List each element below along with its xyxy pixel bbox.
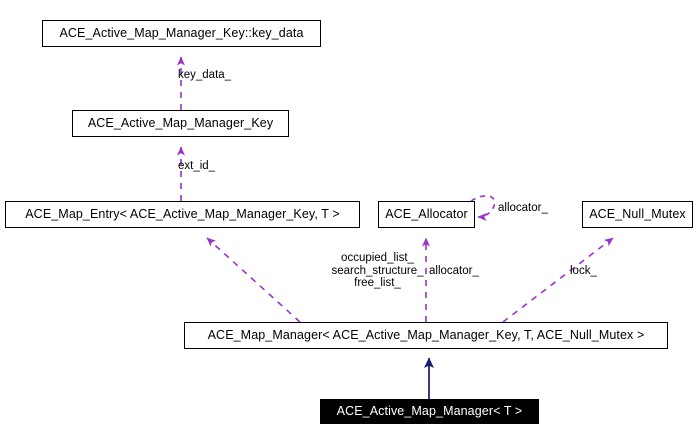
edge-label-lock: lock_ bbox=[570, 265, 597, 277]
class-node-allocator[interactable]: ACE_Allocator bbox=[378, 201, 475, 228]
class-node-null-mutex[interactable]: ACE_Null_Mutex bbox=[582, 201, 693, 228]
class-node-active-map-manager-key[interactable]: ACE_Active_Map_Manager_Key bbox=[72, 110, 289, 137]
class-node-key-data[interactable]: ACE_Active_Map_Manager_Key::key_data bbox=[42, 20, 321, 47]
edge-label-allocator-member: allocator_ bbox=[429, 265, 479, 277]
edge-lock bbox=[502, 237, 614, 323]
class-node-map-entry[interactable]: ACE_Map_Entry< ACE_Active_Map_Manager_Ke… bbox=[5, 201, 360, 228]
class-node-active-map-manager[interactable]: ACE_Active_Map_Manager< T > bbox=[320, 399, 539, 424]
edge-occupied-search-free-list bbox=[206, 237, 301, 323]
edge-label-occupied-search-free-list: occupied_list_ search_structure_ free_li… bbox=[331, 252, 424, 289]
edge-label-allocator-self: allocator_ bbox=[498, 202, 548, 214]
edge-label-ext-id: ext_id_ bbox=[178, 160, 216, 172]
edge-label-key-data: key_data_ bbox=[178, 69, 232, 81]
edge-allocator-self-loop bbox=[470, 195, 496, 221]
class-node-map-manager[interactable]: ACE_Map_Manager< ACE_Active_Map_Manager_… bbox=[184, 322, 668, 349]
